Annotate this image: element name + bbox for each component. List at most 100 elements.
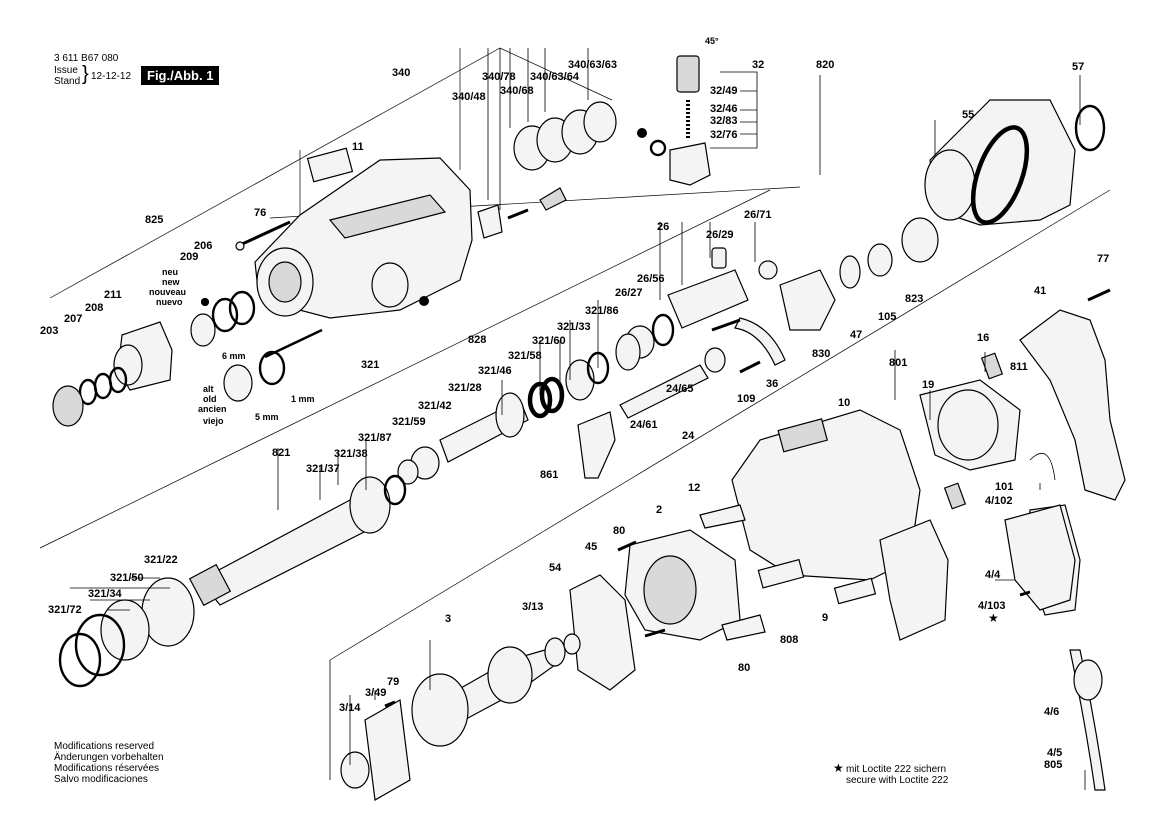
callout-label: 47 xyxy=(850,329,863,341)
callout-label: 26/29 xyxy=(706,229,734,241)
callout-label: 321/46 xyxy=(478,365,512,377)
callout-label: 321/28 xyxy=(448,382,482,394)
callout-label: 10 xyxy=(838,397,851,409)
field-coil-2 xyxy=(569,504,766,691)
callout-label: 340/63/63 xyxy=(568,59,617,71)
modification-note: Modifications reserved xyxy=(54,741,155,752)
callout-label: 4/103 xyxy=(978,600,1006,612)
callout-label: 24/65 xyxy=(666,383,694,395)
callout-label: 340 xyxy=(392,67,411,79)
loctite-note: mit Loctite 222 sichern xyxy=(846,764,947,775)
callout-label: 3/14 xyxy=(339,702,361,714)
callout-label: 11 xyxy=(352,141,364,153)
callout-label: 828 xyxy=(468,334,487,346)
callout-label: 3 xyxy=(445,613,452,625)
callout-label: 321/58 xyxy=(508,350,542,362)
callout-label: 12 xyxy=(688,482,701,494)
callout-label: 45° xyxy=(705,36,719,46)
callout-label: 340/48 xyxy=(452,91,486,103)
callout-label: 45 xyxy=(585,541,598,553)
callout-label: 825 xyxy=(145,214,164,226)
callout-label: nouveau xyxy=(149,287,187,297)
callout-label: 321/38 xyxy=(334,448,368,460)
callout-label: ancien xyxy=(198,404,227,414)
callout-label: 340/68 xyxy=(500,85,534,97)
loctite-star-icon: ★ xyxy=(833,761,844,775)
callout-label: 209 xyxy=(180,251,199,263)
callout-label: 861 xyxy=(540,469,559,481)
issue-date: 12-12-12 xyxy=(91,71,132,82)
callout-label: 321/22 xyxy=(144,554,178,566)
callout-label: 321/60 xyxy=(532,335,566,347)
callout-label: alt xyxy=(203,384,214,394)
callout-label: 32/76 xyxy=(710,129,738,141)
callout-label: 79 xyxy=(387,676,400,688)
modification-note: Salvo modificaciones xyxy=(54,774,148,785)
callout-label: 207 xyxy=(64,313,83,325)
phantom-marker-x xyxy=(419,296,429,306)
callout-label: 24/61 xyxy=(630,419,658,431)
callout-label: 109 xyxy=(737,393,756,405)
callout-label: 2 xyxy=(656,504,663,516)
main-housing-801 xyxy=(731,379,1021,641)
phantom-marker-x-two xyxy=(201,298,209,306)
callout-label: 4/5 xyxy=(1047,747,1063,759)
callout-label: nuevo xyxy=(156,297,183,307)
figure-tag: Fig./Abb. 1 xyxy=(141,66,220,85)
callout-label: 321/87 xyxy=(358,432,392,444)
callout-label: 54 xyxy=(549,562,562,574)
label-plates xyxy=(306,147,877,605)
callout-label: 820 xyxy=(816,59,835,71)
callout-label: 80 xyxy=(613,525,626,537)
callout-label: 32 xyxy=(752,59,765,71)
callout-label: 24 xyxy=(682,430,695,442)
callout-label: 4/102 xyxy=(985,495,1013,507)
callout-label: 321 xyxy=(361,359,380,371)
callout-label: 57 xyxy=(1072,61,1085,73)
callout-label: 321/34 xyxy=(88,588,122,600)
issue-label: Issue xyxy=(54,65,78,76)
callout-label: 9 xyxy=(822,612,829,624)
callout-label: 41 xyxy=(1034,285,1047,297)
callout-label: 26/56 xyxy=(637,273,665,285)
callout-label: 26/71 xyxy=(744,209,772,221)
callout-label: 811 xyxy=(1010,361,1028,373)
gear-housing-820-part xyxy=(924,99,1106,226)
callout-label: 321/72 xyxy=(48,604,82,616)
callout-label: 76 xyxy=(254,207,267,219)
callout-label: 105 xyxy=(878,311,897,323)
callout-label: 830 xyxy=(812,348,831,360)
callout-label: 77 xyxy=(1097,253,1110,265)
screw-76-part xyxy=(235,220,291,251)
callout-label: viejo xyxy=(203,416,224,426)
callout-label: 80 xyxy=(738,662,751,674)
intermediate-shaft-24 xyxy=(577,347,726,479)
doc-number: 3 611 B67 080 xyxy=(54,53,119,64)
loctite-note: secure with Loctite 222 xyxy=(846,775,949,786)
callout-label: 808 xyxy=(780,634,799,646)
callout-label: 36 xyxy=(766,378,779,390)
armature-3 xyxy=(340,633,581,801)
ring-group-left xyxy=(52,290,323,427)
modification-note: Modifications réservées xyxy=(54,763,160,774)
callout-label: 340/63/64 xyxy=(530,71,579,83)
brace: } xyxy=(82,63,89,85)
hammer-tube-321 xyxy=(58,333,641,688)
callout-label: 26/27 xyxy=(615,287,643,299)
callout-leaders xyxy=(70,48,1086,790)
callout-label: 321/42 xyxy=(418,400,452,412)
gear-housing-part xyxy=(254,157,473,319)
callout-label: 55 xyxy=(962,109,975,121)
stand-label: Stand xyxy=(54,76,81,87)
callout-label: 340/78 xyxy=(482,71,516,83)
callout-label: 208 xyxy=(85,302,104,314)
callout-label: old xyxy=(203,394,217,404)
callout-label: 823 xyxy=(905,293,924,305)
callout-label: 321/59 xyxy=(392,416,426,428)
callout-label: 19 xyxy=(922,379,935,391)
callout-label: 32/49 xyxy=(710,85,738,97)
callout-label: 805 xyxy=(1044,759,1063,771)
ring-set-340 xyxy=(477,101,617,239)
callout-label: 203 xyxy=(40,325,59,337)
